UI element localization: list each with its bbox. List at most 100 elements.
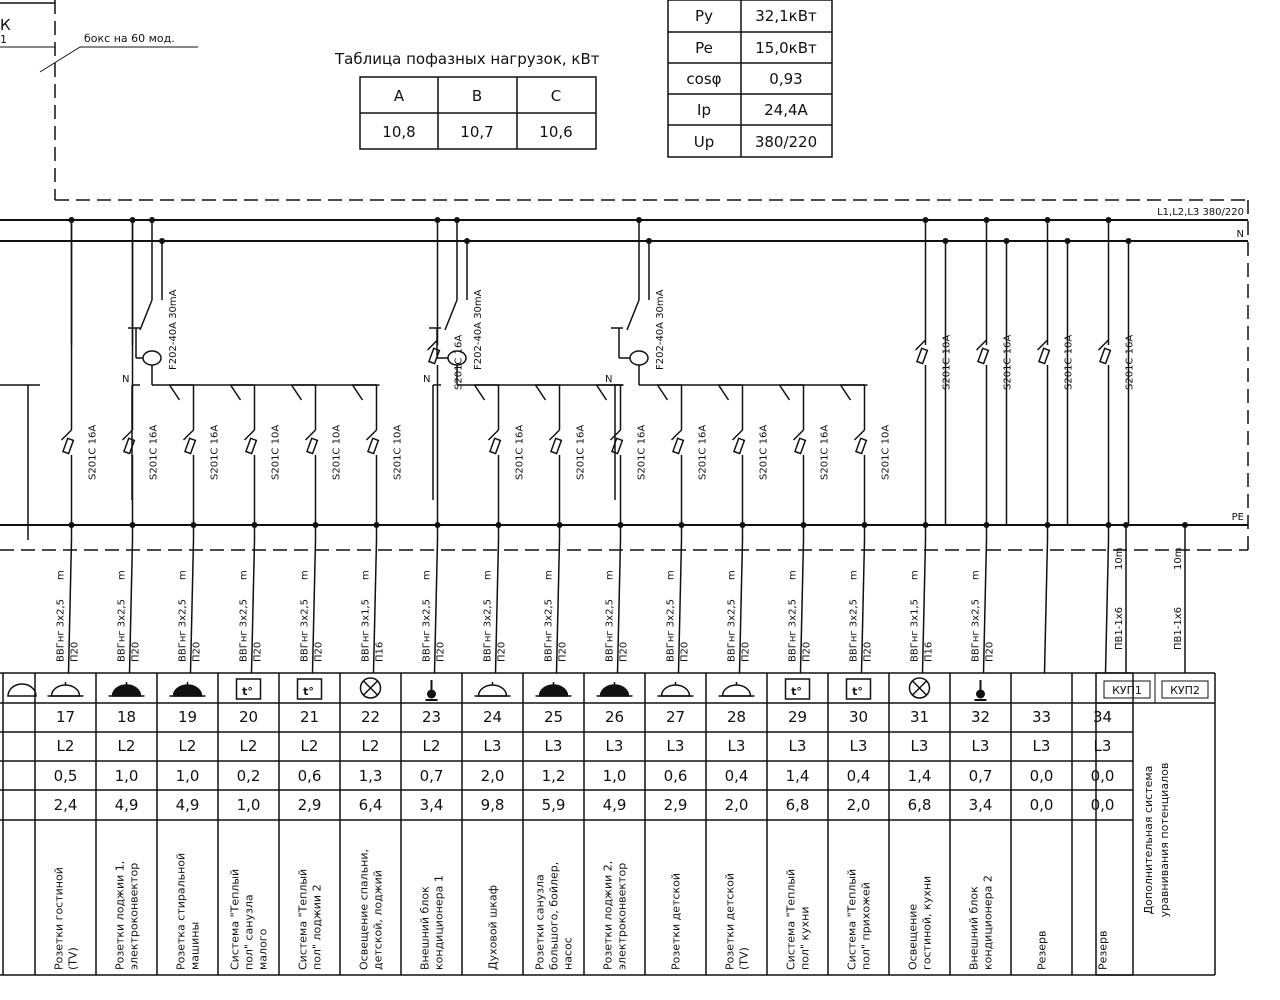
thermostat-icon (235, 678, 262, 700)
circuit-current: 1,3 (359, 767, 383, 785)
bus-l-label: L1,L2,L3 380/220 (1157, 207, 1244, 218)
cable-label: ВВГнг 3х2,5 (849, 599, 860, 662)
circuit-power: 0,0 (1030, 796, 1054, 814)
circuit-number: 19 (178, 708, 197, 726)
circuit-power: 3,4 (420, 796, 444, 814)
junction-dot (646, 238, 652, 244)
phase-value-c: 10,6 (539, 123, 572, 141)
circuit-description: Внешний блоккондиционера 1 (419, 875, 446, 970)
param-label-pe: Pe (695, 39, 713, 57)
rcd-icon (629, 350, 649, 366)
breaker-label: S201C 16A (820, 425, 831, 480)
circuit-current: 1,4 (786, 767, 810, 785)
circuit-number: 23 (422, 708, 441, 726)
pipe-label: П16 (924, 642, 935, 662)
circuit-phase: L3 (728, 737, 746, 755)
circuit-description: Розетки лоджии 1,электроконвектор (114, 861, 141, 970)
breaker-icon (671, 437, 685, 455)
circuit-phase: L3 (911, 737, 929, 755)
rcd-label: F202-40A 30mA (473, 289, 484, 370)
breaker-label: S201C 16A (698, 425, 709, 480)
breaker-label: S201C 16A (454, 335, 465, 390)
kup1-length: 10m (1114, 548, 1125, 570)
lamp-icon (908, 677, 931, 699)
cable-label: ВВГнг 3х2,5 (605, 599, 616, 662)
lamp-icon (359, 677, 382, 699)
param-value-up: 380/220 (755, 133, 817, 151)
socket-icon (50, 684, 81, 697)
length-label: m (117, 570, 128, 580)
circuit-power: 0,0 (1091, 796, 1115, 814)
junction-dot (1125, 238, 1132, 244)
pipe-label: П20 (497, 642, 508, 662)
circuit-power: 2,0 (847, 796, 871, 814)
circuit-current: 0,6 (298, 767, 322, 785)
phase-load-table: Таблица пофазных нагрузок, кВт A B C 10,… (334, 50, 600, 150)
circuit-power: 6,8 (786, 796, 810, 814)
circuit-power: 6,8 (908, 796, 932, 814)
junction-dot (922, 217, 929, 223)
junction-dot (1064, 238, 1071, 244)
junction-dot (464, 238, 470, 244)
socket-icon (7, 683, 37, 697)
length-label: m (361, 570, 372, 580)
circuit-description: Освещениегостиной, кухни (907, 876, 934, 970)
circuit-phase: L3 (667, 737, 685, 755)
junction-dot (159, 238, 165, 244)
breaker-label: S201C 10A (942, 335, 953, 390)
circuit-number: 22 (361, 708, 380, 726)
circuit-power: 2,4 (54, 796, 78, 814)
breaker-icon (793, 437, 807, 455)
thermostat-label: t° (852, 685, 863, 698)
length-label: m (666, 570, 677, 580)
bus-pe-label: PE (1232, 512, 1244, 523)
rcd-n-label: N (605, 374, 612, 385)
circuit-power: 1,0 (237, 796, 261, 814)
breaker-icon (122, 437, 136, 455)
cable-label: ВВГнг 3х2,5 (666, 599, 677, 662)
breaker-label: S201C 16A (759, 425, 770, 480)
junction-dot (129, 522, 136, 528)
breaker-icon (244, 437, 258, 455)
pipe-label: П20 (192, 642, 203, 662)
length-label: m (56, 570, 67, 580)
circuit-description: Система "Теплыйпол" санузламалого (229, 869, 270, 970)
rcd-n-label: N (122, 374, 129, 385)
cable-label: ВВГнг 3х2,5 (178, 599, 189, 662)
junction-dot (373, 522, 380, 528)
junction-dot (190, 522, 197, 528)
breaker-34: S201C 16A (1097, 217, 1136, 674)
breaker-icon (183, 437, 197, 455)
circuit-phase: L3 (972, 737, 990, 755)
length-label: m (300, 570, 311, 580)
junction-dot (1044, 522, 1051, 528)
junction-dot (1105, 522, 1112, 528)
length-label: m (239, 570, 250, 580)
circuit-power: 2,9 (298, 796, 322, 814)
length-label: m (605, 570, 616, 580)
circuit-phase: L2 (240, 737, 258, 755)
circuit-phase: L3 (606, 737, 624, 755)
kup2-label: КУП2 (1170, 684, 1200, 697)
box-label: бокс на 60 мод. (84, 32, 175, 45)
circuit-current: 1,0 (115, 767, 139, 785)
cable-label: ВВГнг 3х2,5 (971, 599, 982, 662)
pipe-label: П20 (802, 642, 813, 662)
circuit-number: 25 (544, 708, 563, 726)
pipe-label: П20 (680, 642, 691, 662)
socket-icon (477, 684, 508, 697)
junction-dot (617, 522, 624, 528)
circuit-power: 2,9 (664, 796, 688, 814)
